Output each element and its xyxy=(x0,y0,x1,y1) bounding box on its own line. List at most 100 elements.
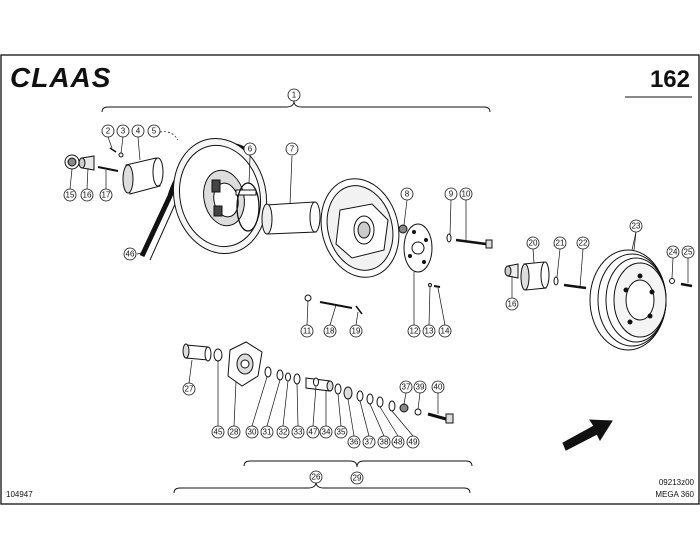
svg-text:1: 1 xyxy=(292,91,297,100)
bolt-part-22 xyxy=(563,283,587,290)
callout-13: 13 xyxy=(422,324,436,338)
ring-part-38 xyxy=(366,393,374,405)
svg-text:47: 47 xyxy=(309,428,318,437)
callout-38: 38 xyxy=(377,435,391,449)
ring-part-32 xyxy=(285,372,291,382)
svg-text:3: 3 xyxy=(121,127,126,136)
callout-layer: 1 2 3 4 5 6 7 8 9 10 11 12 13 14 15 16 1… xyxy=(63,88,695,485)
ring-part-6 xyxy=(236,182,260,232)
bearing-part-36 xyxy=(343,386,353,400)
callout-46: 46 xyxy=(123,247,137,261)
drawing-id: 104947 xyxy=(6,490,33,499)
sleeve-part-4 xyxy=(122,157,164,195)
svg-text:11: 11 xyxy=(303,327,312,336)
ring-part-48 xyxy=(376,396,384,408)
svg-text:12: 12 xyxy=(410,327,419,336)
plate-part-12 xyxy=(403,223,433,273)
callout-10: 10 xyxy=(459,187,473,201)
hub-disc xyxy=(320,178,400,278)
washer-part-24 xyxy=(669,278,675,284)
svg-text:7: 7 xyxy=(290,145,295,154)
svg-text:23: 23 xyxy=(632,222,641,231)
svg-text:32: 32 xyxy=(279,428,288,437)
washer-part-13 xyxy=(428,283,432,287)
callout-37-upper: 37 xyxy=(399,380,413,394)
svg-text:16: 16 xyxy=(83,191,92,200)
bolt-part-2 xyxy=(109,147,117,153)
callout-14: 14 xyxy=(438,324,452,338)
svg-text:18: 18 xyxy=(326,327,335,336)
svg-text:39: 39 xyxy=(416,383,425,392)
svg-text:14: 14 xyxy=(441,327,450,336)
bush-part-16-right xyxy=(504,263,519,279)
sleeve-part-7 xyxy=(261,201,321,235)
callout-47: 47 xyxy=(306,425,320,439)
svg-text:17: 17 xyxy=(102,191,111,200)
callout-31: 31 xyxy=(260,425,274,439)
svg-text:6: 6 xyxy=(248,145,253,154)
svg-text:38: 38 xyxy=(380,438,389,447)
callout-20: 20 xyxy=(526,236,540,250)
bolt-part-10 xyxy=(455,238,493,249)
callout-26: 26 xyxy=(309,470,323,484)
svg-text:37: 37 xyxy=(402,383,411,392)
callout-21: 21 xyxy=(553,236,567,250)
svg-text:33: 33 xyxy=(294,428,303,437)
callout-48: 48 xyxy=(391,435,405,449)
nut-part-37-upper xyxy=(399,403,409,413)
pin-part-19 xyxy=(355,305,363,315)
callout-1: 1 xyxy=(287,88,301,102)
callout-18: 18 xyxy=(323,324,337,338)
washer-part-39 xyxy=(414,408,422,416)
ring-part-31 xyxy=(276,369,284,381)
ring-part-35 xyxy=(334,383,342,395)
svg-text:26: 26 xyxy=(312,473,321,482)
svg-text:25: 25 xyxy=(684,248,693,257)
callout-45: 45 xyxy=(211,425,225,439)
washer-part-11 xyxy=(304,294,312,302)
callout-4: 4 xyxy=(131,124,145,138)
callout-30: 30 xyxy=(245,425,259,439)
svg-text:27: 27 xyxy=(185,385,194,394)
callout-23: 23 xyxy=(629,219,643,233)
pin-part-17 xyxy=(97,166,119,172)
svg-text:29: 29 xyxy=(353,474,362,483)
svg-text:46: 46 xyxy=(126,250,135,259)
callout-19: 19 xyxy=(349,324,363,338)
ring-part-49 xyxy=(388,400,396,412)
svg-text:22: 22 xyxy=(579,239,588,248)
group-bracket-26 xyxy=(173,481,471,494)
ring-part-33 xyxy=(293,373,301,385)
callout-36: 36 xyxy=(347,435,361,449)
leader-lines xyxy=(69,131,689,437)
bush-part-16-left xyxy=(78,155,95,171)
callout-27: 27 xyxy=(182,382,196,396)
model-name: MEGA 360 xyxy=(655,490,694,499)
svg-text:5: 5 xyxy=(152,127,157,136)
callout-2: 2 xyxy=(101,124,115,138)
ring-part-37-lower xyxy=(356,390,364,402)
sleeve-part-27 xyxy=(182,343,212,362)
shaft-part-34 xyxy=(305,377,334,392)
callout-24: 24 xyxy=(666,245,680,259)
page-frame xyxy=(0,54,700,505)
svg-text:2: 2 xyxy=(106,127,111,136)
svg-text:16: 16 xyxy=(508,300,517,309)
callout-37-lower: 37 xyxy=(362,435,376,449)
svg-text:49: 49 xyxy=(409,438,418,447)
svg-text:35: 35 xyxy=(337,428,346,437)
direction-arrow-icon xyxy=(562,419,613,451)
callout-35: 35 xyxy=(334,425,348,439)
callout-17: 17 xyxy=(99,188,113,202)
callout-6: 6 xyxy=(243,142,257,156)
svg-text:13: 13 xyxy=(425,327,434,336)
callout-9: 9 xyxy=(444,187,458,201)
callout-32: 32 xyxy=(276,425,290,439)
callout-16-right: 16 xyxy=(505,297,519,311)
callout-15: 15 xyxy=(63,188,77,202)
callout-8: 8 xyxy=(400,187,414,201)
figure-code: 09213z00 xyxy=(659,478,695,487)
svg-text:24: 24 xyxy=(669,248,678,257)
callout-39: 39 xyxy=(413,380,427,394)
svg-text:31: 31 xyxy=(263,428,272,437)
